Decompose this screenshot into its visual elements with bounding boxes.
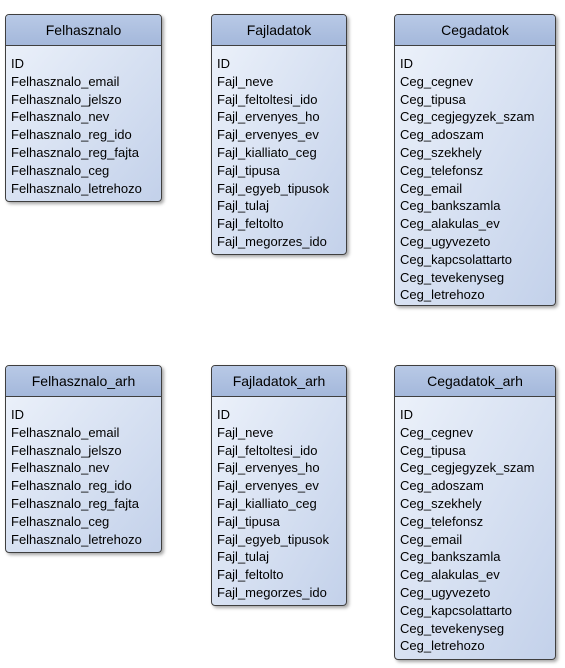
entity-field: Fajl_ervenyes_ev [217,127,319,143]
entity-field: Ceg_alakulas_ev [400,567,500,583]
entity-field: Ceg_cegnev [400,73,473,89]
entity-field: Fajl_ervenyes_ho [217,109,320,125]
entity-field: Ceg_telefonsz [400,513,484,529]
entity-field: Fajl_kialliato_ceg [217,495,317,511]
entity-field: ID [11,407,24,422]
entity-field: Fajl_tulaj [217,198,270,214]
entity-field: Felhasznalo_ceg [11,513,110,529]
entity-title: Felhasznalo_arh [6,366,161,397]
entity-field: ID [217,407,230,422]
entity-field: Ceg_letrehozo [400,638,485,654]
entity-field: Felhasznalo_reg_ido [11,478,132,494]
entity-field: Felhasznalo_nev [11,460,110,476]
entity-field: Felhasznalo_jelszo [11,91,122,107]
entity-field: Fajl_egyeb_tipusok [217,531,330,547]
entity-title: Cegadatok [395,15,555,46]
entity-field: Felhasznalo_jelszo [11,442,122,458]
entity-field: Ceg_tipusa [400,442,466,458]
entity-field: Ceg_szekhely [400,495,482,511]
entity-field: Felhasznalo_email [11,73,120,89]
entity-field: Ceg_tevekenyseg [400,620,505,636]
entity-field: Fajl_feltolto [217,567,284,583]
entity-field: Felhasznalo_letrehozo [11,531,142,547]
entity-field: Ceg_bankszamla [400,549,501,565]
entity-field: Fajl_neve [217,73,274,89]
entity-field: Ceg_adoszam [400,127,484,143]
entity-field: ID [400,56,413,71]
entity-field: Fajl_kialliato_ceg [217,144,317,160]
entity-field: Felhasznalo_reg_fajta [11,144,139,160]
entity-field: Felhasznalo_letrehozo [11,180,142,196]
entity-field: ID [400,407,413,422]
entity-field: ID [11,56,24,71]
entity-title: Cegadatok_arh [395,366,555,397]
entity-field: Ceg_bankszamla [400,198,501,214]
entity-field: Fajl_feltoltesi_ido [217,442,318,458]
entity-field: Felhasznalo_reg_ido [11,127,132,143]
entity-field: Fajl_egyeb_tipusok [217,180,330,196]
entity-field: Fajl_tipusa [217,162,280,178]
entity-field: ID [217,56,230,71]
entity-title: Felhasznalo [6,15,161,46]
entity-field: Ceg_cegnev [400,424,473,440]
entity-field: Ceg_ugyvezeto [400,584,491,600]
entity-field: Ceg_alakulas_ev [400,216,500,232]
entity-field: Fajl_feltoltesi_ido [217,91,318,107]
entity-field: Felhasznalo_reg_fajta [11,495,139,511]
entity-field: Felhasznalo_email [11,424,120,440]
entity-field: Ceg_tevekenyseg [400,269,505,285]
entity-field: Ceg_kapcsolattarto [400,602,513,618]
entity-field: Ceg_telefonsz [400,162,484,178]
entity-field: Ceg_ugyvezeto [400,233,491,249]
entity-title: Fajladatok_arh [212,366,346,397]
entity-field: Ceg_tipusa [400,91,466,107]
entity-field: Fajl_megorzes_ido [217,233,327,249]
entity-field: Ceg_letrehozo [400,287,485,303]
entity-field: Fajl_megorzes_ido [217,584,327,600]
entity-field: Fajl_neve [217,424,274,440]
entity-field: Fajl_ervenyes_ev [217,478,319,494]
entity-field: Ceg_email [400,531,463,547]
entity-field: Ceg_cegjegyzek_szam [400,109,535,125]
entity-field: Fajl_tipusa [217,513,280,529]
entity-field: Felhasznalo_ceg [11,162,110,178]
entity-field: Fajl_feltolto [217,216,284,232]
entity-field: Ceg_szekhely [400,144,482,160]
entity-title: Fajladatok [212,15,346,46]
entity-field: Ceg_kapcsolattarto [400,251,513,267]
entity-field: Ceg_cegjegyzek_szam [400,460,535,476]
entity-field: Fajl_ervenyes_ho [217,460,320,476]
entity-field: Felhasznalo_nev [11,109,110,125]
entity-field: Ceg_email [400,180,463,196]
entity-field: Fajl_tulaj [217,549,270,565]
entity-field: Ceg_adoszam [400,478,484,494]
